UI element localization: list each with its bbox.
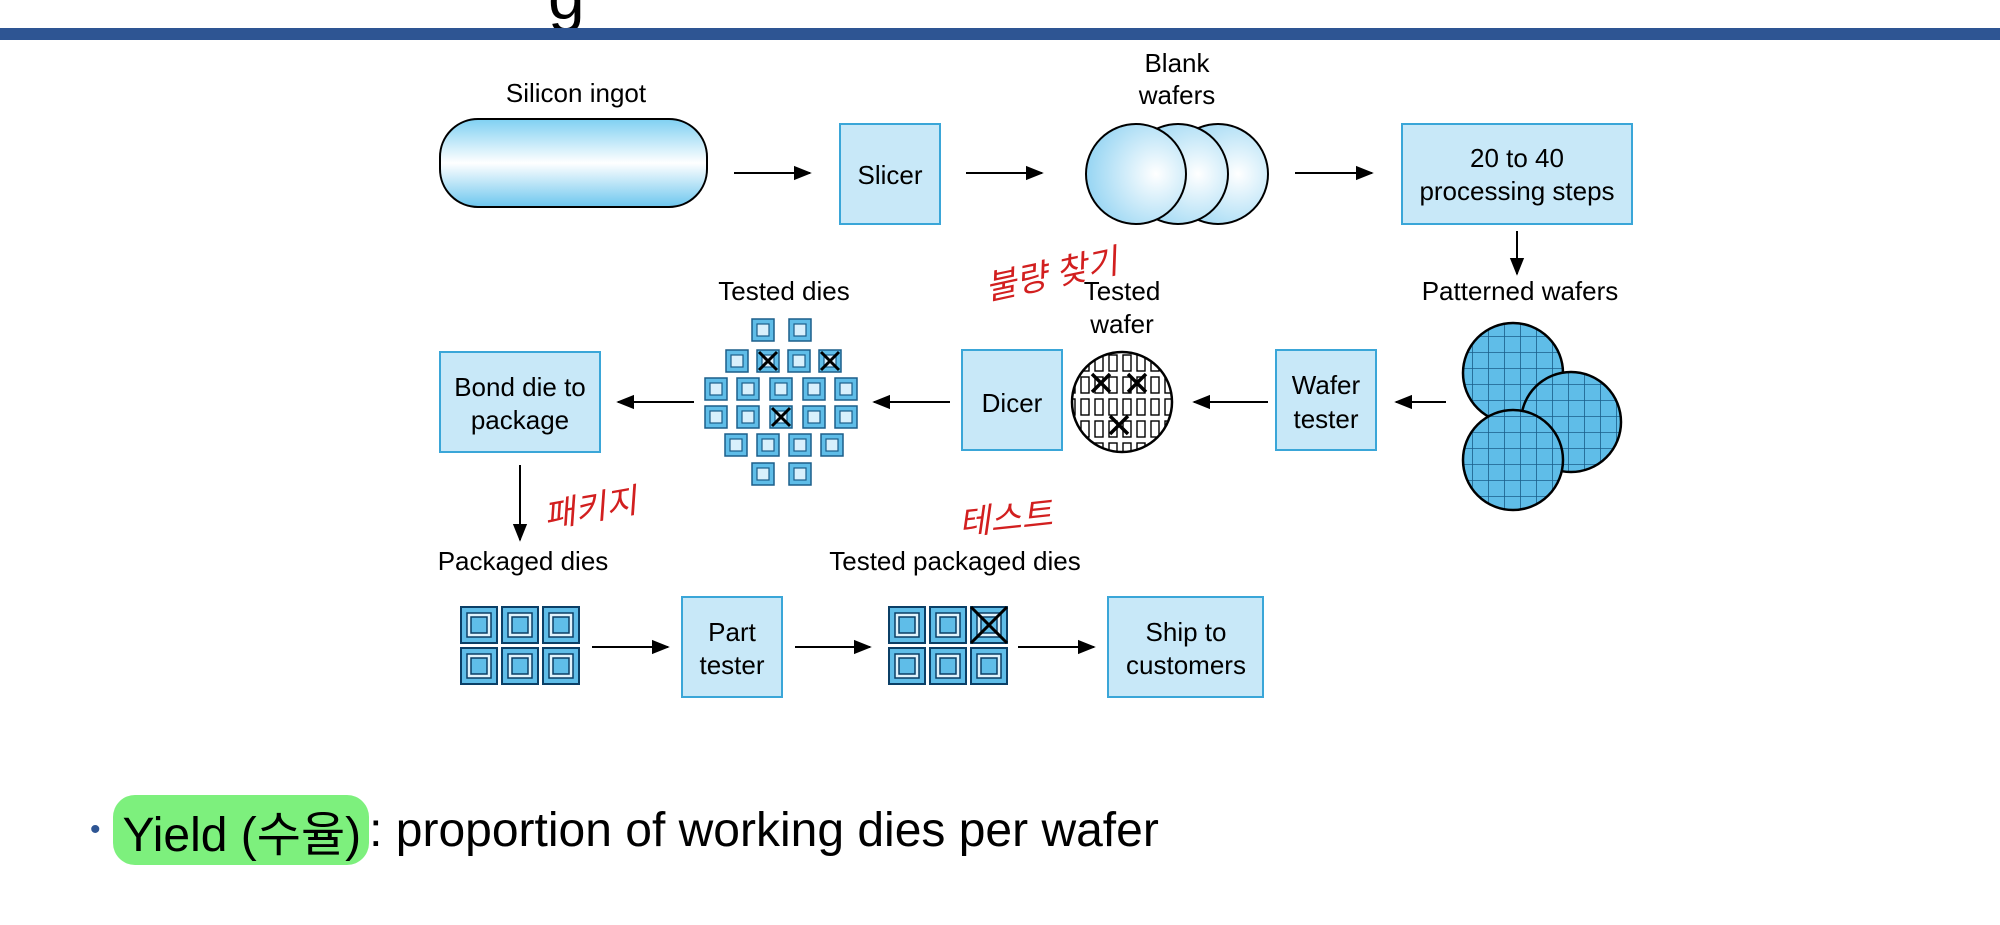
- packaged-dies-label: Packaged dies: [438, 546, 609, 576]
- part-tester-box: [681, 596, 783, 698]
- processing-steps-box: [1401, 123, 1633, 225]
- handwritten-note-test: 테스트: [957, 495, 1056, 543]
- wafer-tester-label-line-1: Wafer: [1292, 370, 1361, 400]
- tested-packaged-dies: [888, 605, 1009, 685]
- slicer-label: Slicer: [857, 160, 922, 190]
- bond-die-box: [439, 351, 601, 453]
- part-tester-label-line-1: Part: [708, 617, 756, 647]
- tested-wafer: [1070, 350, 1174, 454]
- blank-wafers-label-line-2: wafers: [1138, 80, 1216, 110]
- tested-dies: [704, 318, 858, 486]
- wafer-tester-label-line-2: tester: [1293, 404, 1358, 434]
- packaged-dies: [460, 606, 580, 685]
- yield-definition: : proportion of working dies per wafer: [369, 803, 1159, 857]
- blank-wafers: [1085, 123, 1269, 225]
- tested-dies-label: Tested dies: [718, 276, 850, 306]
- silicon-ingot-label: Silicon ingot: [506, 78, 647, 108]
- handwritten-note-package: 패키지: [541, 482, 643, 536]
- slide-title-strip: g: [0, 0, 2000, 28]
- wafer-tester-box: [1275, 349, 1377, 451]
- blank-wafers-label-line-1: Blank: [1144, 48, 1210, 78]
- patterned-wafers: [1461, 321, 1623, 512]
- silicon-ingot: [439, 118, 708, 208]
- yield-bullet: • Yield (수율) : proportion of working die…: [90, 795, 1159, 865]
- yield-term-highlight: Yield (수율): [112, 795, 370, 865]
- ship-to-customers-box: [1107, 596, 1264, 698]
- title-divider: [0, 28, 2000, 40]
- slide-title-fragment: g: [548, 0, 585, 28]
- ship-label-line-2: customers: [1126, 650, 1246, 680]
- dicer-label: Dicer: [982, 388, 1043, 418]
- bullet-dot-icon: •: [90, 813, 101, 846]
- tested-packaged-dies-label: Tested packaged dies: [829, 546, 1081, 576]
- bond-die-label-line-1: Bond die to: [454, 372, 586, 402]
- processing-steps-label-line-1: 20 to 40: [1470, 143, 1564, 173]
- ship-label-line-1: Ship to: [1146, 617, 1227, 647]
- tested-wafer-label-line-2: wafer: [1089, 309, 1154, 339]
- slicer-box: [839, 123, 941, 225]
- patterned-wafers-label: Patterned wafers: [1422, 276, 1619, 306]
- dicer-box: [961, 349, 1063, 451]
- processing-steps-label-line-2: processing steps: [1419, 176, 1614, 206]
- bond-die-label-line-2: package: [471, 405, 569, 435]
- part-tester-label-line-2: tester: [699, 650, 764, 680]
- tested-wafer-label-line-1: Tested: [1084, 276, 1161, 306]
